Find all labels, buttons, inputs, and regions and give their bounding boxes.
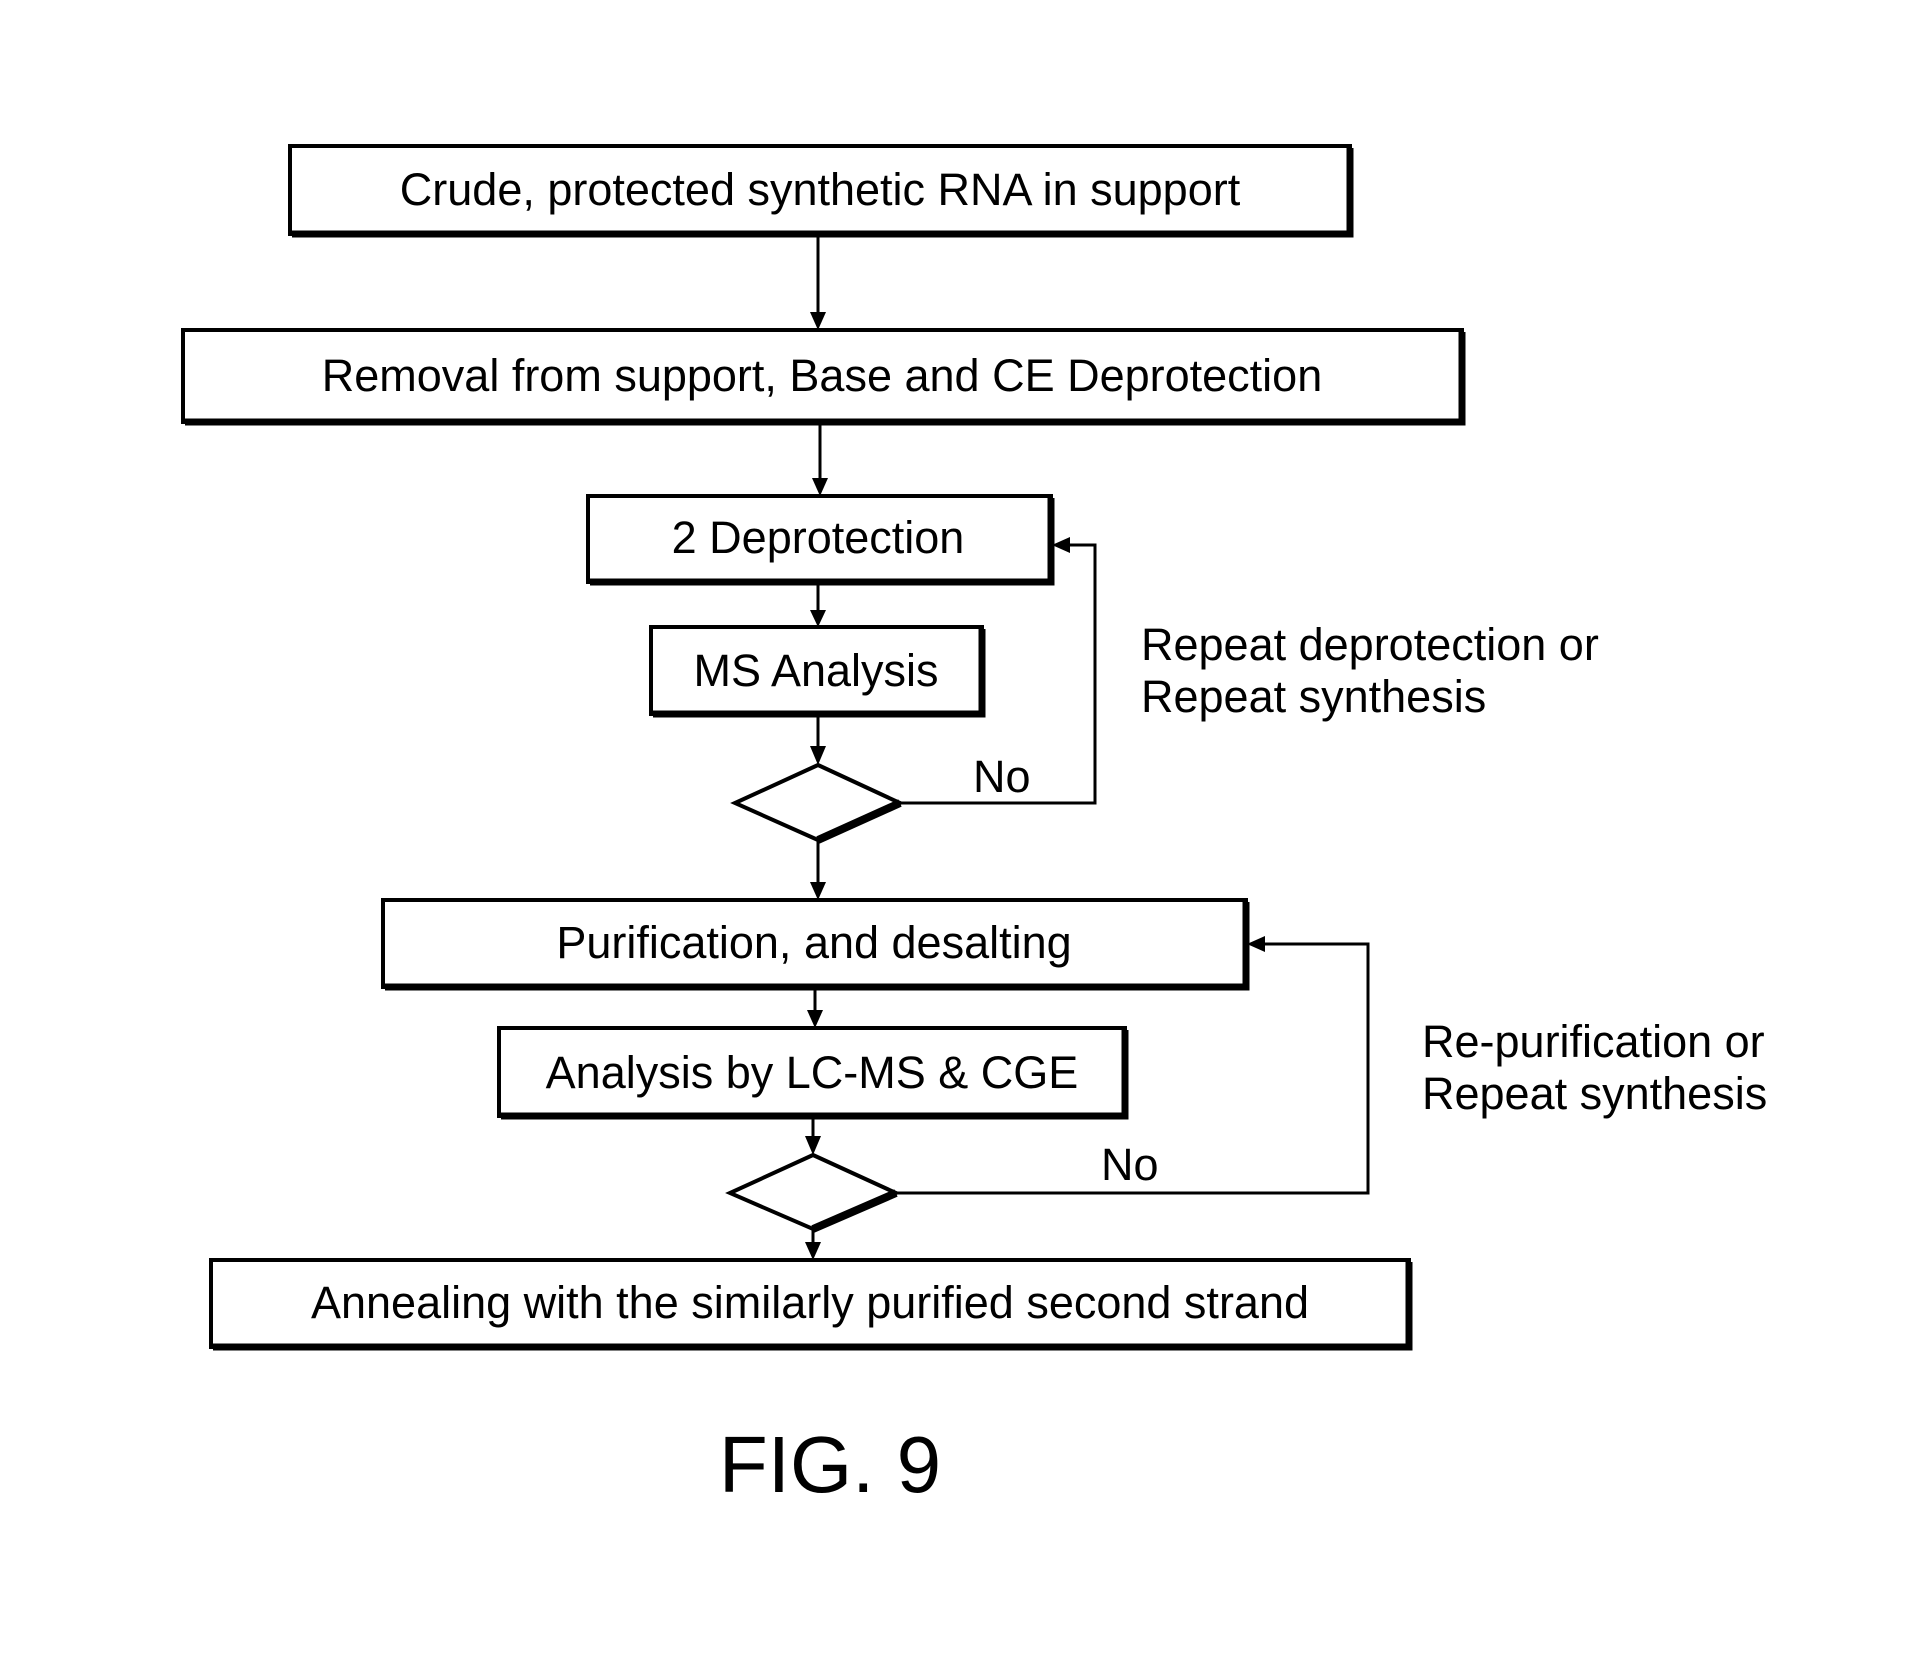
connector-decision-7 — [805, 1229, 821, 1260]
step-label: Crude, protected synthetic RNA in suppor… — [400, 164, 1241, 215]
arrow-down-icon — [812, 478, 828, 496]
connector-6-decision — [805, 1116, 821, 1155]
loop-label-line-2: Repeat synthesis — [1141, 671, 1486, 722]
arrow-down-icon — [810, 610, 826, 627]
loop-label-line-1: Re-purification or — [1422, 1016, 1765, 1067]
step-annealing: Annealing with the similarly purified se… — [211, 1260, 1409, 1347]
step-label: Annealing with the similarly purified se… — [311, 1277, 1309, 1328]
step-lcms-cge: Analysis by LC-MS & CGE — [499, 1028, 1125, 1116]
arrow-down-icon — [810, 746, 826, 765]
step-ms-analysis: MS Analysis — [651, 627, 982, 714]
arrow-down-icon — [807, 1010, 823, 1028]
connector-4-decision — [810, 714, 826, 765]
arrow-down-icon — [805, 1136, 821, 1155]
step-label: Purification, and desalting — [556, 917, 1071, 968]
connector-decision-5 — [810, 840, 826, 900]
connector-5-6 — [807, 987, 823, 1028]
arrow-down-icon — [810, 882, 826, 900]
loop-label-line-2: Repeat synthesis — [1422, 1068, 1767, 1119]
arrow-left-icon — [1052, 537, 1070, 553]
step-crude-rna: Crude, protected synthetic RNA in suppor… — [290, 146, 1350, 234]
decision-no-label: No — [973, 751, 1031, 802]
loop-label-line-1: Repeat deprotection or — [1141, 619, 1599, 670]
step-label: Removal from support, Base and CE Deprot… — [322, 350, 1322, 401]
decision-diamond — [735, 765, 900, 840]
connector-2-3 — [812, 422, 828, 496]
step-label: Analysis by LC-MS & CGE — [546, 1047, 1079, 1098]
decision-diamond — [730, 1155, 896, 1229]
connector-3-4 — [810, 582, 826, 627]
figure-caption: FIG. 9 — [719, 1420, 941, 1509]
decision-no-label: No — [1101, 1139, 1159, 1190]
arrow-down-icon — [805, 1242, 821, 1260]
step-label: MS Analysis — [693, 645, 938, 696]
step-purification: Purification, and desalting — [383, 900, 1246, 987]
arrow-down-icon — [810, 312, 826, 330]
step-label: 2 Deprotection — [672, 512, 965, 563]
step-removal: Removal from support, Base and CE Deprot… — [183, 330, 1462, 422]
arrow-left-icon — [1247, 936, 1265, 952]
step-deprotection-2: 2 Deprotection — [588, 496, 1051, 582]
connector-1-2 — [810, 234, 826, 330]
